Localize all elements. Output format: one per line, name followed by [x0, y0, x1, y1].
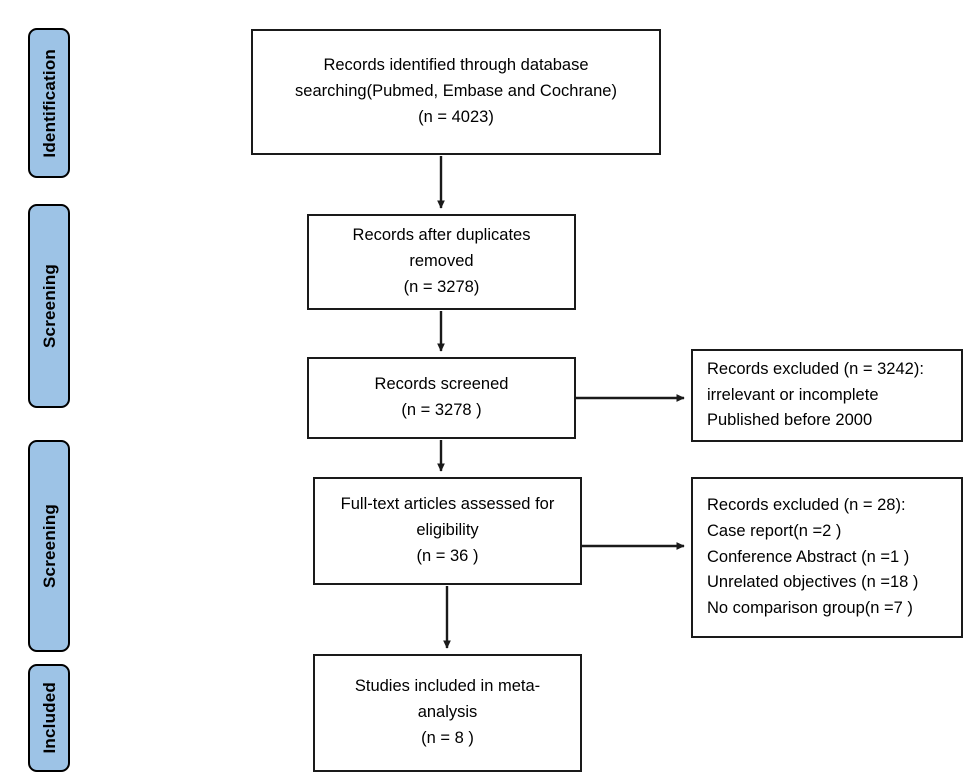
box-line: Records screened	[374, 375, 509, 394]
box-line-count: (n = 3278)	[403, 277, 480, 296]
box-records-after-duplicates-removed: Records after duplicates removed (n = 32…	[307, 214, 576, 310]
box-line-reason: Conference Abstract (n =1 )	[707, 547, 910, 566]
box-line-count: (n = 36 )	[416, 546, 479, 565]
box-line: removed	[409, 252, 474, 271]
box-records-excluded-fulltext: Records excluded (n = 28): Case report(n…	[691, 477, 963, 638]
box-line: eligibility	[416, 521, 479, 540]
phase-tab-included: Included	[28, 664, 70, 772]
box-line-count: (n = 3278 )	[401, 401, 482, 419]
phase-tab-identification: Identification	[28, 28, 70, 178]
box-line-reason: No comparison group(n =7 )	[707, 599, 913, 618]
phase-tab-label: Identification	[39, 48, 59, 158]
box-line-count: (n = 4023)	[418, 107, 494, 126]
phase-tab-label: Included	[39, 682, 59, 754]
box-studies-included: Studies included in meta- analysis (n = …	[313, 654, 582, 772]
box-records-excluded-screening: Records excluded (n = 3242): irrelevant …	[691, 349, 963, 442]
box-line-reason: Unrelated objectives (n =18 )	[707, 573, 919, 592]
box-line: Records identified through database	[323, 56, 589, 75]
box-line: Full-text articles assessed for	[340, 495, 555, 514]
box-line: Published before 2000	[707, 411, 873, 430]
box-line: searching(Pubmed, Embase and Cochrane)	[295, 82, 617, 101]
box-line-reason: Case report(n =2 )	[707, 521, 842, 540]
phase-tab-screening-upper: Screening	[28, 204, 70, 408]
box-line: Studies included in meta-	[354, 677, 541, 696]
box-line: irrelevant or incomplete	[707, 385, 879, 404]
box-line: Records after duplicates	[352, 226, 531, 245]
phase-tab-label: Screening	[39, 264, 59, 348]
box-line-count: Records excluded (n = 28):	[707, 496, 906, 515]
box-records-screened: Records screened (n = 3278 )	[307, 357, 576, 439]
box-line-count: Records excluded (n = 3242):	[707, 359, 924, 378]
box-line-count: (n = 8 )	[421, 728, 474, 747]
box-records-identified: Records identified through database sear…	[251, 29, 661, 155]
phase-tab-label: Screening	[39, 504, 59, 588]
phase-tab-screening-lower: Screening	[28, 440, 70, 652]
box-line: analysis	[417, 703, 478, 722]
box-fulltext-articles-assessed: Full-text articles assessed for eligibil…	[313, 477, 582, 585]
